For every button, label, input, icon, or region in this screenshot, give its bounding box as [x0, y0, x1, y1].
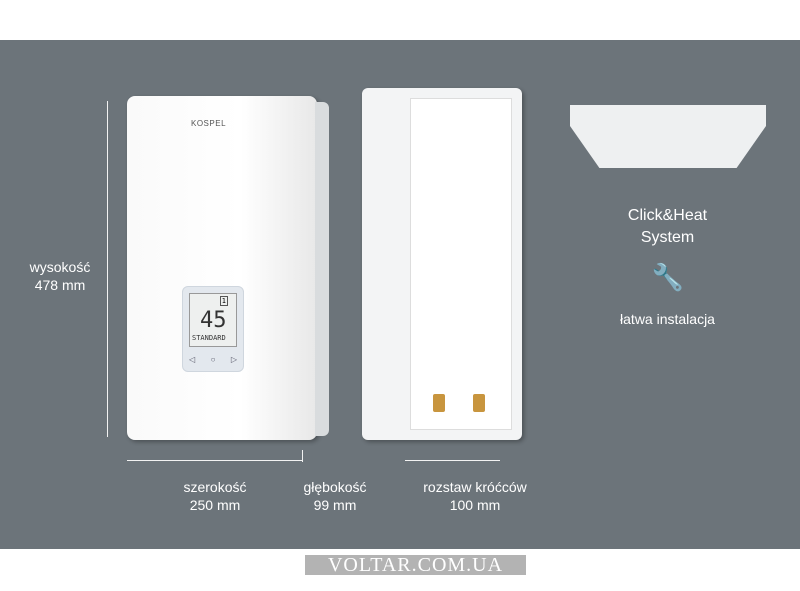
- feature-title-line2: System: [640, 229, 695, 246]
- depth-label-text: głębokość: [303, 479, 367, 495]
- width-dimension-line: [127, 460, 302, 461]
- brand-logo: KOSPEL: [191, 119, 227, 128]
- height-value: 478 mm: [34, 277, 86, 293]
- mounting-bracket: [570, 105, 766, 168]
- lcd-display: 1 45 STANDARD: [189, 293, 237, 347]
- water-heater-front: KOSPEL 1 45 STANDARD ◁ ○ ▷: [127, 96, 329, 440]
- outlet-pipe: [473, 394, 485, 412]
- watermark: VOLTAR.COM.UA: [305, 555, 526, 575]
- water-heater-back: [362, 88, 522, 440]
- control-panel: 1 45 STANDARD ◁ ○ ▷: [182, 286, 244, 372]
- height-label-text: wysokość: [29, 259, 91, 275]
- height-label: wysokość 478 mm: [20, 258, 100, 294]
- width-value: 250 mm: [189, 497, 241, 513]
- ok-button-icon[interactable]: ○: [210, 355, 216, 364]
- spacing-dimension-line: [405, 460, 500, 461]
- width-label-text: szerokość: [183, 479, 247, 495]
- indicator: 1: [219, 296, 228, 306]
- spacing-value: 100 mm: [449, 497, 501, 513]
- mode-readout: STANDARD: [192, 334, 226, 342]
- temperature-readout: 45: [200, 308, 227, 333]
- depth-label: głębokość 99 mm: [290, 478, 380, 514]
- width-label: szerokość 250 mm: [170, 478, 260, 514]
- height-dimension-line: [107, 101, 108, 437]
- spacing-label: rozstaw króćców 100 mm: [400, 478, 550, 514]
- spacing-label-text: rozstaw króćców: [423, 479, 527, 495]
- back-plate: [410, 98, 512, 430]
- depth-dimension-line: [302, 450, 303, 462]
- feature-title-line1: Click&Heat: [627, 207, 708, 224]
- depth-value: 99 mm: [313, 497, 357, 513]
- tools-icon: 🔧: [651, 262, 685, 292]
- inlet-pipe: [433, 394, 445, 412]
- feature-subtitle: łatwa instalacja: [620, 311, 715, 327]
- heater-side: [315, 102, 329, 436]
- right-button-icon[interactable]: ▷: [230, 355, 237, 364]
- left-button-icon[interactable]: ◁: [189, 355, 196, 364]
